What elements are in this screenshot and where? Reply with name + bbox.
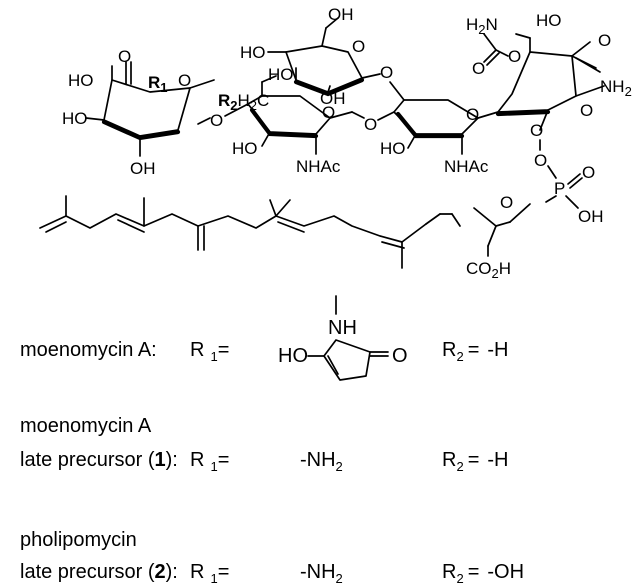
bond-carbamate-b [483,49,497,63]
label-ho-h: HO [536,11,562,30]
sugar-unit-1 [85,61,215,157]
label-ho-b: HO [62,109,88,128]
label-co2h: CO2H [466,259,511,281]
label-ho-e: HO [268,65,294,84]
legend-r1-value-3: -NH2 [300,561,343,583]
legend-name-3a: pholipomycin [20,529,137,551]
legend-name-3b: late precursor (2): [20,561,178,583]
label-o-link3: O [380,63,393,82]
label-o-p: O [582,163,595,182]
label-r1: R1 [148,73,168,95]
label-ho-f: HO [232,139,258,158]
substituent-ho: HO [278,345,308,367]
bond-carbamate-c [486,52,500,66]
legend-r2-3: R2=-OH [442,561,524,583]
label-o-link1: O [210,111,223,130]
label-p: P [554,179,565,198]
legend-r1-value-2: -NH2 [300,449,343,474]
label-o-ring4: O [466,105,479,124]
legend-name-2a: moenomycin A [20,415,152,437]
label-o-carb: O [508,47,521,66]
substituent-nh: NH [328,317,357,339]
bond-carbamate-d [495,49,509,57]
label-o-phos: O [534,151,547,170]
label-nh2: NH2 [600,77,632,99]
label-o-ring5: O [580,101,593,120]
label-nhac-b: NHAc [444,157,489,176]
label-o-link2: O [364,115,377,134]
bond-link2-b [377,111,395,121]
bond-p-o-a [567,173,581,185]
label-o-ring2: O [322,103,335,122]
bond-phos-a [547,165,557,179]
sugar-unit-3 [267,17,381,97]
substituent-ring [323,339,371,381]
bond-carbamate-a [483,33,497,51]
bond-p-o-b [569,177,583,189]
sugar-unit-4 [393,99,499,155]
label-o-link4: O [530,121,543,140]
label-o-ether: O [500,193,513,212]
label-oh-p: OH [578,207,604,226]
bond-p-o-ether [545,195,557,203]
legend-name-1: moenomycin A: [20,339,157,361]
bond-link1-b [224,103,249,117]
label-nhac-a: NHAc [296,157,341,176]
sugar-unit-2 [247,75,353,155]
label-o-keto: O [598,31,611,50]
bond-link1-a [197,117,211,125]
label-ho-d: HO [240,43,266,62]
legend-name-2b: late precursor (1): [20,449,178,471]
label-r2-h2c: R2H2C [218,91,269,113]
label-ho-a: HO [68,71,94,90]
substituent-o: O [392,345,408,367]
bond-link3 [389,81,405,101]
label-oh-b: OH [320,89,346,108]
bond-link2-a [351,111,365,119]
bond-p-oh [565,195,579,209]
label-oh-top: OH [328,5,354,24]
glycerate-and-lipid [39,195,531,269]
sugar-unit-5 [495,33,605,131]
label-o-ring1: O [178,71,191,90]
label-o-ring3: O [352,37,365,56]
legend-r2-2: R2=-H [442,449,508,474]
label-o-aldehyde: O [118,47,131,66]
legend-r2-1: R2=-H [442,339,508,364]
label-oh-a: OH [130,159,156,178]
label-h2n: H2N [466,15,498,37]
label-ho-g: HO [380,139,406,158]
label-o-carb2: O [472,59,485,78]
substituent-double-bond [327,355,339,375]
